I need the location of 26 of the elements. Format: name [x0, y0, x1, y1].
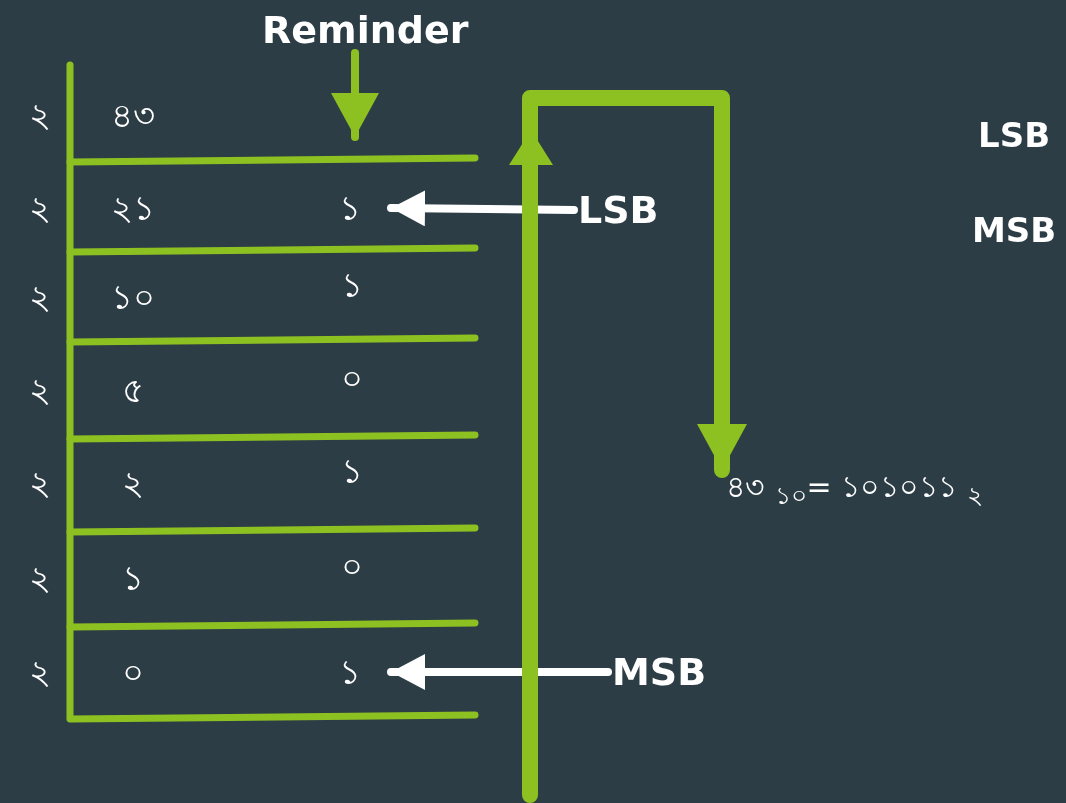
- divisor-digit: ২: [29, 98, 51, 132]
- quotient-number: ০: [122, 655, 144, 689]
- remainder-digit: ০: [341, 361, 363, 395]
- quotient-number: ১: [122, 561, 144, 595]
- bit-label: MSB: [612, 653, 707, 691]
- remainder-digit: ১: [341, 268, 363, 302]
- divisor-digit: ২: [29, 373, 51, 407]
- note-label: MSB: [972, 213, 1057, 247]
- quotient-number: ৪৩: [111, 98, 155, 132]
- result-equation: ৪৩ $_{১০}$= ১০১০১১ $_{২}$: [726, 472, 983, 508]
- note-label: LSB: [978, 118, 1051, 152]
- quotient-number: ১০: [111, 280, 155, 314]
- divisor-digit: ২: [29, 280, 51, 314]
- divisor-digit: ২: [29, 655, 51, 689]
- quotient-number: ২: [122, 466, 144, 500]
- remainder-digit: ১: [339, 655, 361, 689]
- remainder-digit: ০: [341, 549, 363, 583]
- divisor-digit: ২: [29, 561, 51, 595]
- divisor-digit: ২: [29, 466, 51, 500]
- quotient-number: ২১: [111, 191, 155, 225]
- remainder-digit: ১: [339, 191, 361, 225]
- quotient-number: ৫: [122, 373, 144, 407]
- divisor-digit: ২: [29, 191, 51, 225]
- bit-label: LSB: [578, 191, 659, 229]
- heading: Reminder: [262, 11, 469, 49]
- remainder-digit: ১: [341, 454, 363, 488]
